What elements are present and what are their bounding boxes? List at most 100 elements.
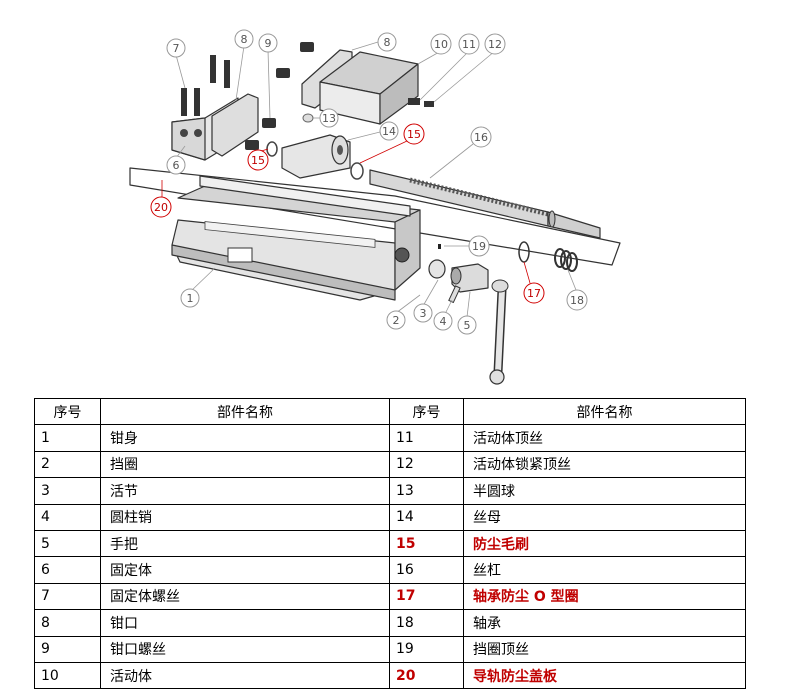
svg-text:14: 14 [382,125,396,138]
part-number-cell: 12 [389,450,464,479]
callout-14: 14 [379,121,399,141]
callout-13: 13 [319,108,339,128]
table-header-row: 序号 部件名称 序号 部件名称 [34,397,746,426]
half-ball [302,113,314,123]
callout-1: 1 [180,288,200,308]
part-number-cell: 20 [389,661,464,690]
part-number-cell: 18 [389,609,464,637]
callout-7: 7 [166,38,186,58]
dust-brush-left [266,141,278,157]
svg-text:2: 2 [393,314,400,327]
screw-nut [281,134,351,179]
retaining-ring [428,259,446,279]
part-number-cell: 17 [389,582,464,611]
joint [450,263,489,293]
part-number-cell: 19 [389,635,464,663]
svg-text:1: 1 [187,292,194,305]
callout-16: 16 [470,126,492,148]
part-number-cell: 3 [34,477,101,505]
svg-text:8: 8 [241,33,248,46]
part-number-cell: 5 [34,529,101,558]
svg-text:8: 8 [384,36,391,49]
callout-15-left: 15 [247,149,269,171]
part-name-cell: 钳身 [100,424,390,452]
exploded-view-diagram: 1 2 3 4 5 6 7 8 8 9 10 11 12 13 14 15 15… [129,29,621,385]
callout-8-right: 8 [377,32,397,52]
svg-text:15: 15 [251,154,265,167]
callout-3: 3 [413,303,433,323]
part-name-cell: 手把 [100,529,390,558]
part-number-cell: 15 [389,529,464,558]
svg-text:3: 3 [420,307,427,320]
vise-body [171,175,421,301]
part-number-cell: 4 [34,503,101,531]
part-number-cell: 6 [34,556,101,584]
part-number-cell: 11 [389,424,464,452]
callout-19: 19 [468,235,490,257]
movable-block-set-screw [408,98,420,105]
callout-10: 10 [430,33,452,55]
svg-text:7: 7 [173,42,180,55]
part-name-cell: 固定体 [100,556,390,584]
callout-20: 20 [150,196,172,218]
part-number-cell: 16 [389,556,464,584]
part-name-cell: 圆柱销 [100,503,390,531]
svg-text:11: 11 [462,38,476,51]
part-name-cell: 防尘毛刷 [463,529,746,558]
part-number-cell: 2 [34,450,101,479]
part-name-cell: 钳口螺丝 [100,635,390,663]
svg-text:15: 15 [407,128,421,141]
svg-text:12: 12 [488,38,502,51]
part-number-cell: 7 [34,582,101,611]
callout-15-right: 15 [403,123,425,145]
part-name-cell: 挡圈顶丝 [463,635,746,663]
bearings [554,248,578,272]
dust-brush-right [350,162,364,180]
part-number-cell: 9 [34,635,101,663]
part-name-cell: 固定体螺丝 [100,582,390,611]
svg-text:13: 13 [322,112,336,125]
part-name-cell: 挡圈 [100,450,390,479]
part-name-cell: 丝母 [463,503,746,531]
lead-screw [369,169,601,239]
movable-block-locking-screw [424,101,434,107]
part-name-cell: 轴承 [463,609,746,637]
svg-text:10: 10 [434,38,448,51]
part-name-cell: 轴承防尘 O 型圈 [463,582,746,611]
svg-text:18: 18 [570,294,584,307]
part-name-cell: 活动体 [100,661,390,690]
svg-text:9: 9 [265,37,272,50]
callout-9: 9 [258,33,278,53]
handle [489,279,509,385]
part-number-cell: 1 [34,424,101,452]
part-number-cell: 14 [389,503,464,531]
part-number-cell: 10 [34,661,101,690]
svg-text:20: 20 [154,201,168,214]
svg-text:19: 19 [472,240,486,253]
callout-11: 11 [458,33,480,55]
part-name-cell: 导轨防尘盖板 [463,661,746,690]
retaining-ring-set-screw [438,244,441,249]
header-name-1: 部件名称 [100,397,390,426]
part-name-cell: 活动体顶丝 [463,424,746,452]
part-name-cell: 丝杠 [463,556,746,584]
svg-text:17: 17 [527,287,541,300]
callout-4: 4 [433,311,453,331]
header-name-2: 部件名称 [463,397,746,426]
callout-8-left: 8 [234,29,254,49]
jaw-screws [245,42,314,150]
header-no-2: 序号 [389,397,464,426]
svg-text:5: 5 [464,319,471,332]
callout-18: 18 [566,289,588,311]
part-number-cell: 8 [34,609,101,637]
